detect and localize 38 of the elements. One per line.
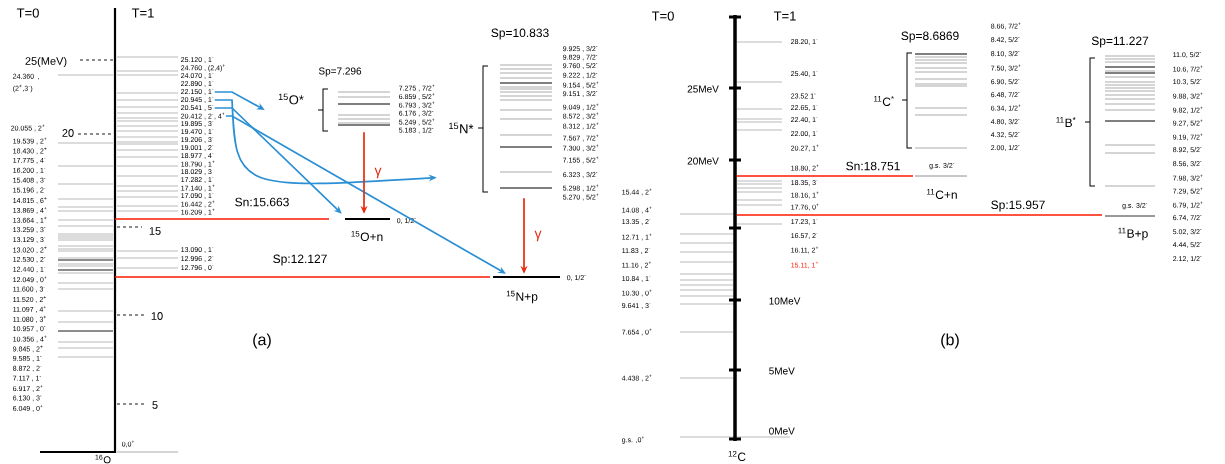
nucleus-label: $^{16}$O xyxy=(95,454,111,464)
separation-energy-label: Sp=10.833 xyxy=(491,28,549,40)
separation-energy-label: Sn:15.663 xyxy=(235,197,289,207)
nucleus-label: $^{12}$C xyxy=(728,451,746,462)
energy-tick-label: 5MeV xyxy=(769,367,795,375)
isospin-heading: T=1 xyxy=(131,8,154,18)
isospin-heading: T=0 xyxy=(16,8,39,18)
separation-energy-label: Sp=11.227 xyxy=(1091,36,1149,48)
edge-label: γ xyxy=(373,166,383,180)
nucleus-label: $^{15}$O+n xyxy=(351,231,383,241)
nucleus-label: $^{11}$B$^{*}$ xyxy=(1056,117,1076,127)
nucleus-label: $^{15}$N* xyxy=(449,122,474,134)
energy-tick-label: 5 xyxy=(152,401,158,409)
energy-tick-label: 25(MeV) xyxy=(25,56,67,68)
arrow xyxy=(225,115,506,274)
energy-tick-label: 10 xyxy=(151,312,163,320)
energy-tick-label: 15 xyxy=(149,227,161,235)
energy-tick-label: 20 xyxy=(62,129,74,137)
separation-energy-label: Sp:15.957 xyxy=(991,200,1045,212)
separation-energy-label: Sp=8.6869 xyxy=(901,31,959,43)
panel-label: (b) xyxy=(941,333,959,349)
edge-label: γ xyxy=(533,229,543,243)
separation-energy-label: Sp=7.296 xyxy=(318,67,362,77)
arrow xyxy=(213,107,342,214)
panel-label: (a) xyxy=(253,333,271,349)
nucleus-label: $^{11}$C+n xyxy=(927,189,957,199)
nucleus-label: $^{11}$C$^{*}$ xyxy=(874,96,894,106)
nucleus-label: $^{15}$O* xyxy=(278,93,304,105)
separation-energy-label: Sp:12.127 xyxy=(273,254,327,266)
nucleus-label: $^{11}$B+p xyxy=(1118,227,1148,241)
energy-tick-label: 0MeV xyxy=(769,427,795,435)
energy-tick-label: 25MeV xyxy=(687,85,719,93)
isospin-heading: T=1 xyxy=(773,11,796,21)
isospin-heading: T=0 xyxy=(651,11,674,21)
nucleus-label: $^{15}$N+p xyxy=(506,290,538,304)
energy-tick-label: 10MeV xyxy=(769,297,801,305)
separation-energy-label: Sn:18.751 xyxy=(846,161,900,171)
energy-tick-label: 20MeV xyxy=(687,157,719,165)
